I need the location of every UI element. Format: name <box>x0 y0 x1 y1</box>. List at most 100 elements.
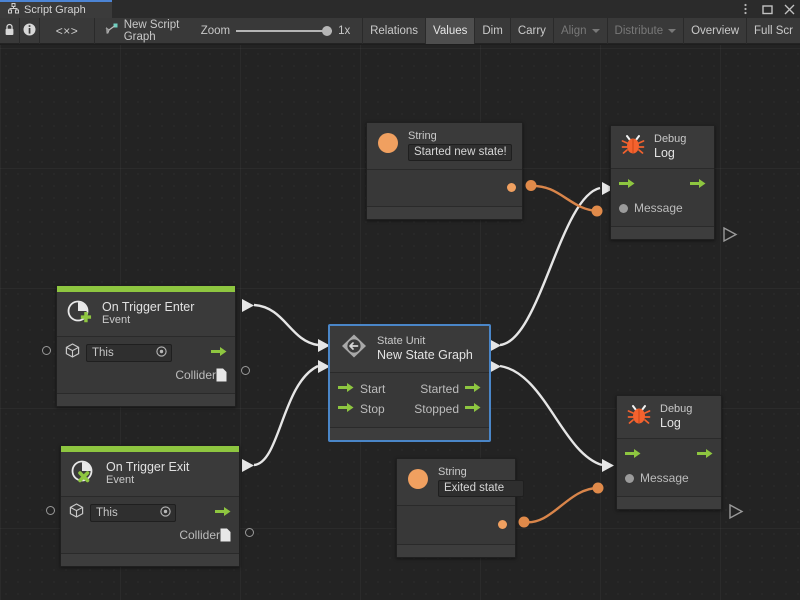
toolbar-item-label: Relations <box>370 24 419 37</box>
node-debug-log-bottom[interactable]: Debug Log Message <box>616 395 722 510</box>
code-view-button[interactable]: <×> <box>40 17 95 44</box>
window-menu-icon[interactable] <box>739 3 752 16</box>
node-footer <box>57 393 235 406</box>
target-object-field[interactable]: This <box>90 504 176 522</box>
string-value-field[interactable]: Exited state <box>438 480 524 498</box>
edge-value-dot <box>592 482 604 494</box>
node-type-label: Event <box>102 314 131 327</box>
flow-output-arrow-icon[interactable] <box>697 446 713 464</box>
flow-output-arrow-icon[interactable] <box>465 400 481 418</box>
flow-port-row <box>619 175 706 195</box>
flow-output-arrow-icon[interactable] <box>465 380 481 398</box>
collider-value-icon[interactable] <box>216 368 227 382</box>
node-footer <box>330 427 489 440</box>
toolbar-item-overview[interactable]: Overview <box>683 17 746 44</box>
flow-output-arrow-icon[interactable] <box>690 176 706 194</box>
target-object-field[interactable]: This <box>86 344 172 362</box>
node-header: Debug Log <box>611 126 714 169</box>
node-debug-log-top[interactable]: Debug Log Message <box>610 125 715 240</box>
object-picker-icon[interactable] <box>160 506 171 520</box>
value-output-port[interactable] <box>498 520 507 530</box>
node-title-block: String Exited state <box>438 466 524 498</box>
port-label: Collider <box>179 528 220 542</box>
node-type-label: Debug <box>660 403 693 416</box>
node-body <box>367 170 522 207</box>
toolbar-item-align[interactable]: Align <box>552 17 607 44</box>
zoom-slider-track <box>236 29 333 32</box>
node-state-unit[interactable]: State Unit New State Graph Start Started <box>329 325 490 441</box>
node-string-exited[interactable]: String Exited state <box>396 458 524 559</box>
collider-output-connector[interactable] <box>241 366 250 375</box>
graph-canvas[interactable]: String Started new state! <box>0 45 800 600</box>
graph-asset[interactable]: New Script Graph <box>95 18 201 44</box>
info-icon <box>23 23 36 39</box>
edge-flow <box>253 303 319 347</box>
node-header: On Trigger Exit Event <box>61 452 239 497</box>
flow-input-arrow-icon[interactable] <box>338 380 354 398</box>
node-title-block: Debug Log <box>660 403 692 429</box>
event-enter-icon <box>67 299 93 328</box>
message-input-port[interactable] <box>619 203 628 213</box>
flow-output-arrow-icon[interactable] <box>211 344 227 362</box>
message-port-row: Message <box>625 468 713 488</box>
edge-source-arrow <box>489 339 501 352</box>
graph-toolbar: <×> New Script Graph Zoom 1x Relation <box>0 17 800 44</box>
zoom-value: 1x <box>338 24 351 37</box>
tab-script-graph[interactable]: Script Graph <box>0 0 112 18</box>
target-input-connector[interactable] <box>46 506 55 515</box>
toolbar-item-label: Distribute <box>614 24 664 37</box>
string-value-field[interactable]: Started new state! <box>408 144 512 162</box>
object-picker-icon[interactable] <box>156 346 167 360</box>
maximize-icon[interactable] <box>761 3 774 16</box>
port-label: Message <box>634 201 683 215</box>
stop-row: Stop Stopped <box>338 399 481 419</box>
flow-input-arrow-icon[interactable] <box>619 176 635 194</box>
toolbar-item-distribute[interactable]: Distribute <box>606 17 684 44</box>
gameobject-icon <box>69 503 84 523</box>
node-on-trigger-exit[interactable]: On Trigger Exit Event This <box>60 445 240 567</box>
zoom-slider-knob[interactable] <box>322 25 333 36</box>
flow-output-arrow-icon[interactable] <box>215 504 231 522</box>
lock-button[interactable] <box>0 17 21 44</box>
close-icon[interactable] <box>783 3 796 16</box>
window-controls <box>739 0 796 18</box>
collider-output-connector[interactable] <box>245 528 254 537</box>
node-string-started[interactable]: String Started new state! <box>366 122 523 221</box>
tab-label: Script Graph <box>24 4 86 16</box>
unconnected-flow-output <box>729 503 744 520</box>
chevron-down-icon <box>591 28 600 33</box>
collider-row: Collider <box>65 365 227 385</box>
message-input-port[interactable] <box>625 473 634 483</box>
node-header: String Started new state! <box>367 123 522 171</box>
node-type-label: Event <box>106 474 135 487</box>
toolbar-item-carry[interactable]: Carry <box>509 17 553 44</box>
flow-input-arrow-icon[interactable] <box>338 400 354 418</box>
toolbar-item-values[interactable]: Values <box>425 17 475 44</box>
node-name-label: Log <box>660 415 681 430</box>
zoom-control[interactable]: Zoom 1x <box>201 24 358 38</box>
toolbar-item-fullscreen[interactable]: Full Scr <box>746 17 800 44</box>
target-input-connector[interactable] <box>42 346 51 355</box>
node-title-block: On Trigger Enter Event <box>102 300 194 326</box>
flow-input-arrow-icon[interactable] <box>625 446 641 464</box>
toolbar-item-dim[interactable]: Dim <box>474 17 509 44</box>
zoom-slider[interactable] <box>236 24 333 38</box>
node-title-block: On Trigger Exit Event <box>106 460 189 486</box>
node-footer <box>397 544 515 558</box>
edge-source-arrow <box>242 299 254 312</box>
toolbar-item-relations[interactable]: Relations <box>362 17 425 44</box>
value-output-port[interactable] <box>507 183 516 193</box>
node-footer <box>611 226 714 239</box>
collider-row: Collider <box>69 525 231 545</box>
edge-source-arrow <box>489 360 501 373</box>
collider-value-icon[interactable] <box>220 528 231 542</box>
node-type-label: String <box>438 466 467 478</box>
port-label: Collider <box>175 368 216 382</box>
node-on-trigger-enter[interactable]: On Trigger Enter Event This <box>56 285 236 407</box>
info-button[interactable] <box>20 17 41 44</box>
string-value: Started new state! <box>414 146 507 159</box>
port-label: Message <box>640 471 689 485</box>
event-exit-icon <box>71 459 97 488</box>
target-object-value: This <box>96 507 118 519</box>
